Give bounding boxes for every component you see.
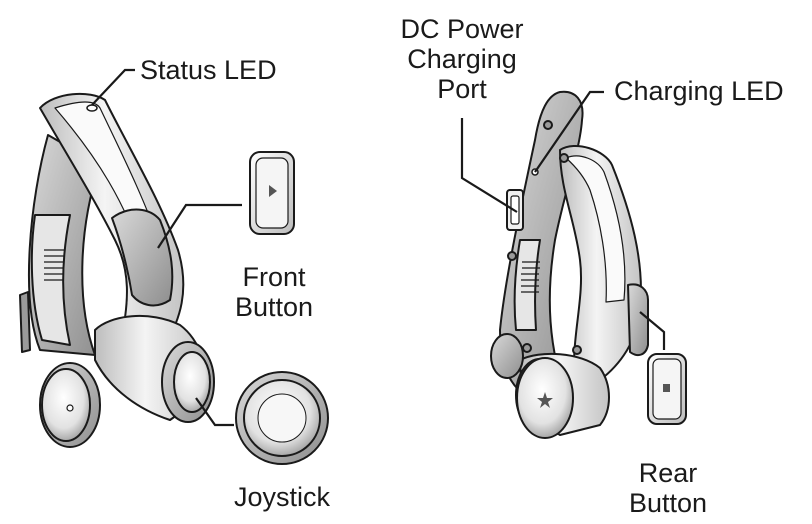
right-device	[490, 90, 649, 439]
leader-joystick	[195, 397, 234, 427]
leader-dc-port	[460, 118, 518, 213]
label-rear-button-line1: Rear	[638, 458, 698, 488]
stop-square-icon	[663, 384, 670, 392]
leader-status-led	[91, 68, 135, 106]
leader-lines	[91, 68, 666, 427]
label-dc-port-line3: Port	[437, 74, 487, 104]
label-front-button-line2: Button	[234, 292, 314, 322]
joystick-detail	[235, 371, 329, 465]
label-joystick: Joystick	[234, 482, 331, 512]
label-status-led: Status LED	[140, 55, 277, 85]
label-dc-power-charging-port: DC Power Charging Port	[392, 14, 532, 104]
label-front-button-line1: Front	[242, 262, 306, 292]
label-front-button: Front Button	[224, 262, 324, 322]
label-dc-port-line1: DC Power	[400, 14, 524, 44]
star-icon	[537, 392, 553, 408]
play-triangle-icon	[269, 185, 277, 197]
leader-front-button	[157, 203, 242, 249]
label-rear-button: Rear Button	[618, 458, 718, 518]
label-charging-led: Charging LED	[614, 76, 784, 106]
leader-charging-led	[534, 90, 604, 173]
label-dc-port-line2: Charging	[407, 44, 517, 74]
left-device	[19, 92, 215, 448]
leader-rear-button	[639, 311, 666, 350]
label-rear-button-line2: Button	[628, 488, 708, 518]
